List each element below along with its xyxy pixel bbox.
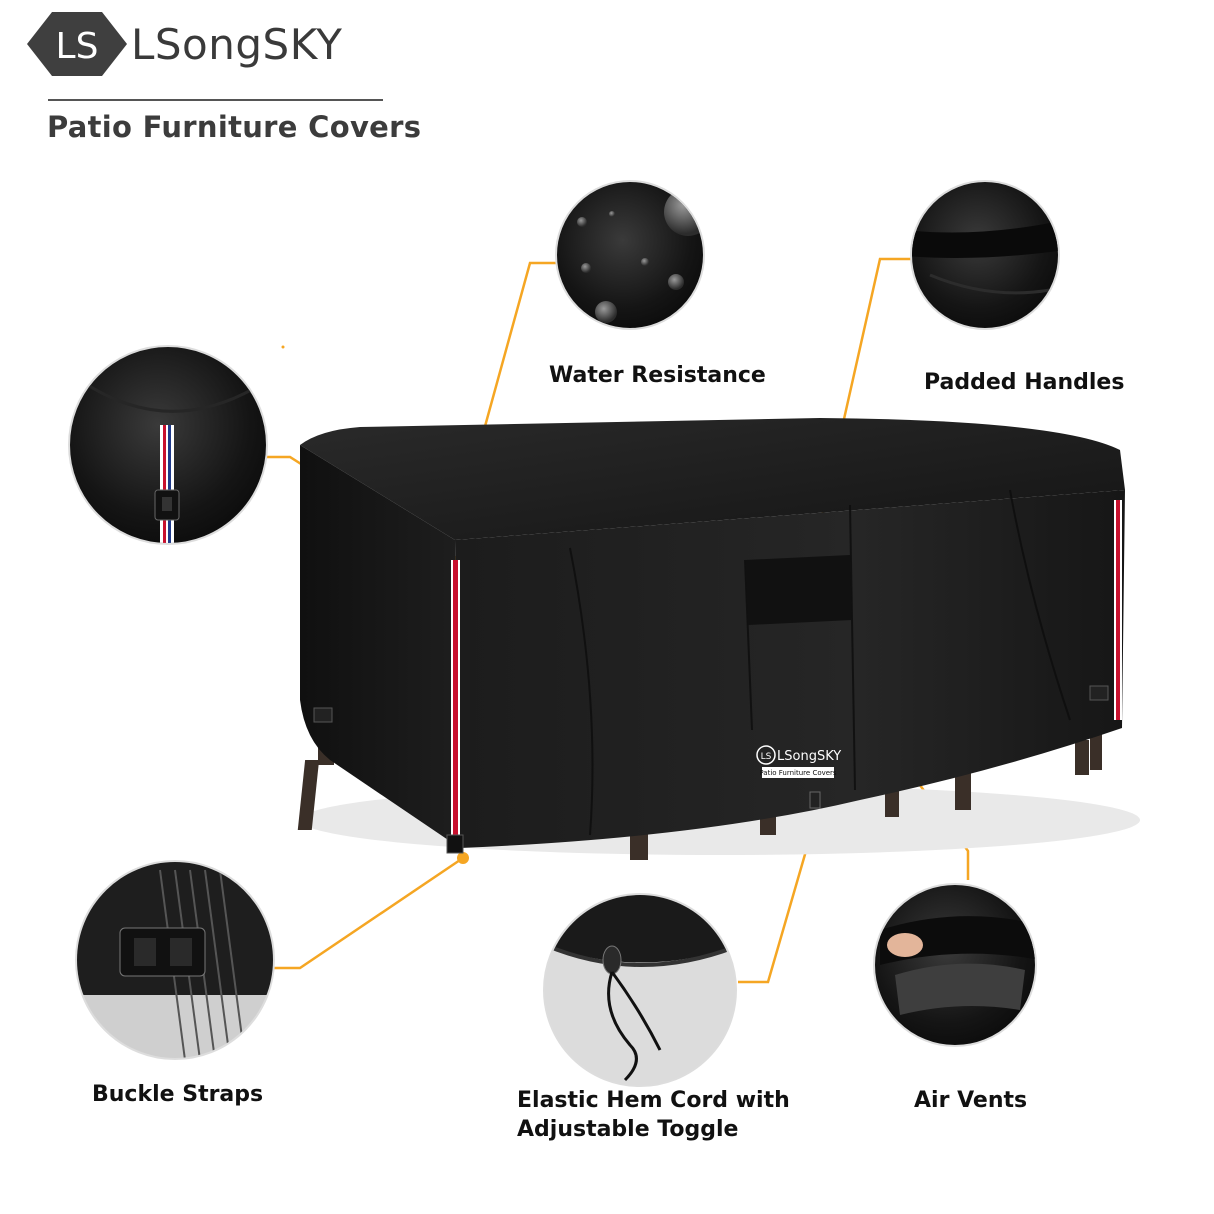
detail-disc-corner-strap bbox=[68, 345, 268, 545]
logo-initials: LS bbox=[56, 26, 99, 67]
label-water-resistance: Water Resistance bbox=[549, 363, 766, 388]
callout-line-buckle bbox=[272, 856, 464, 970]
brand-divider bbox=[48, 99, 383, 101]
corner-strap-left bbox=[446, 560, 464, 854]
brand-name: LSongSKY bbox=[131, 20, 343, 69]
brand-logo-hexagon: LS bbox=[27, 12, 127, 76]
detail-disc-air-vents bbox=[873, 883, 1037, 1047]
label-padded-handles: Padded Handles bbox=[924, 370, 1125, 395]
detail-disc-elastic-cord bbox=[543, 893, 737, 1087]
product-tag-logo: LS LSongSKY Patio Furniture Covers bbox=[756, 745, 841, 778]
callout-line-cord bbox=[738, 812, 819, 984]
detail-disc-water-resistance bbox=[555, 180, 705, 330]
callout-line-water bbox=[474, 261, 557, 460]
detail-disc-padded-handles bbox=[910, 180, 1060, 330]
detail-disc-buckle-straps bbox=[75, 860, 275, 1060]
product-tag-subtitle: Patio Furniture Covers bbox=[759, 769, 837, 777]
label-elastic-cord-line1: Elastic Hem Cord with bbox=[517, 1088, 790, 1113]
svg-text:LS: LS bbox=[761, 752, 772, 762]
covered-patio-table: LS LSongSKY Patio Furniture Covers bbox=[297, 418, 1140, 860]
product-tag-name: LSongSKY bbox=[777, 749, 841, 764]
label-air-vents: Air Vents bbox=[914, 1088, 1028, 1113]
brand-subtitle: Patio Furniture Covers bbox=[47, 110, 422, 144]
label-buckle-straps: Buckle Straps bbox=[92, 1082, 264, 1107]
label-elastic-cord-line2: Adjustable Toggle bbox=[517, 1117, 739, 1142]
corner-strap-right bbox=[1114, 500, 1122, 720]
